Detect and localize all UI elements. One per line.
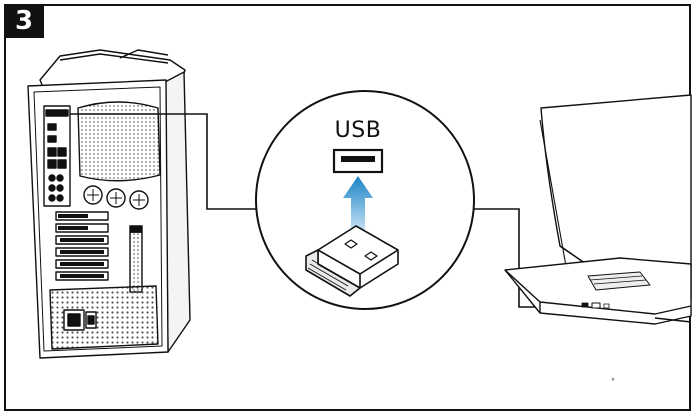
usb-dongle-icon: [305, 225, 399, 297]
laptop-icon: [504, 94, 692, 325]
small-mark: °: [611, 377, 615, 386]
insert-arrow-icon: [343, 176, 373, 236]
usb-port-label: USB: [334, 118, 382, 143]
desktop-tower-icon: [27, 49, 191, 359]
usb-port-icon: [332, 148, 384, 174]
step-number-badge: 3: [4, 4, 44, 38]
